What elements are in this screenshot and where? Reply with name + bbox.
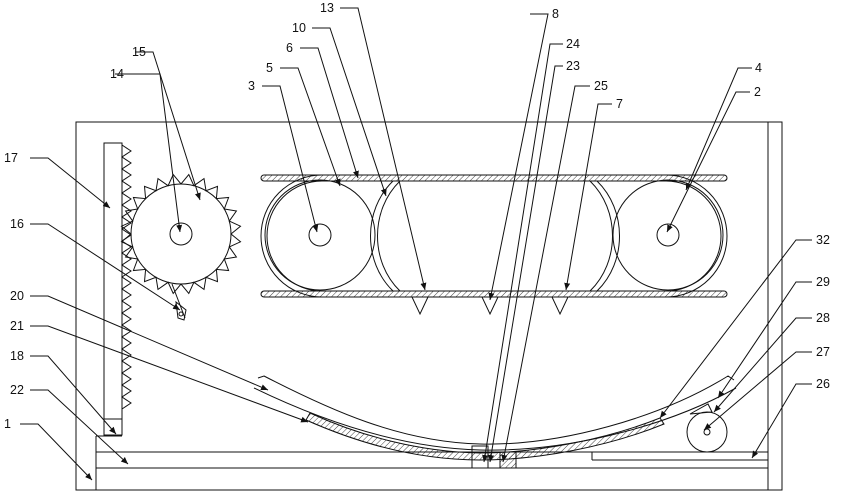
callout-20: 20 <box>10 289 24 303</box>
callout-6: 6 <box>286 41 293 55</box>
callout-32: 32 <box>816 233 830 247</box>
callout-25: 25 <box>594 79 608 93</box>
callout-23: 23 <box>566 59 580 73</box>
callout-2: 2 <box>754 85 761 99</box>
callout-26: 26 <box>816 377 830 391</box>
gear <box>122 175 241 321</box>
callout-27: 27 <box>816 345 830 359</box>
callout-17: 17 <box>4 151 18 165</box>
callout-13: 13 <box>320 1 334 15</box>
callout-7: 7 <box>616 97 623 111</box>
callout-22: 22 <box>10 383 24 397</box>
leader-lines <box>20 8 812 480</box>
callout-15: 15 <box>132 45 146 59</box>
callout-29: 29 <box>816 275 830 289</box>
callout-8: 8 <box>552 7 559 21</box>
callout-4: 4 <box>755 61 762 75</box>
conveyor-belt <box>261 175 727 314</box>
callout-21: 21 <box>10 319 24 333</box>
callout-labels: 13 8 10 24 15 6 23 14 5 25 4 3 7 2 17 16… <box>4 1 830 431</box>
callout-1: 1 <box>4 417 11 431</box>
callout-24: 24 <box>566 37 580 51</box>
callout-3: 3 <box>248 79 255 93</box>
callout-18: 18 <box>10 349 24 363</box>
callout-28: 28 <box>816 311 830 325</box>
callout-14: 14 <box>110 67 124 81</box>
callout-16: 16 <box>10 217 24 231</box>
callout-5: 5 <box>266 61 273 75</box>
rack-bar <box>96 143 131 436</box>
callout-10: 10 <box>292 21 306 35</box>
